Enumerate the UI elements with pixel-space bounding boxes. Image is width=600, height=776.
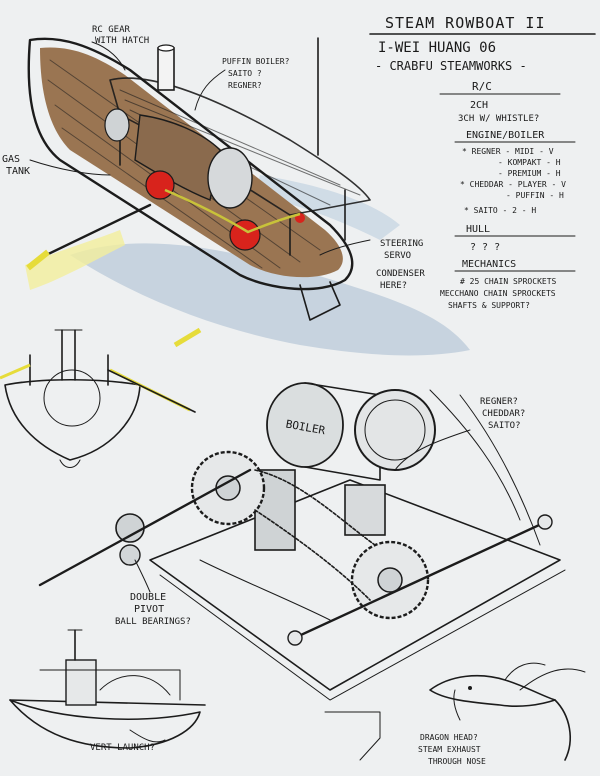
smokestack [157,47,175,91]
boiler-wood [134,114,221,201]
gas-tank-label: GAS [2,154,20,165]
pivot-label-3: BALL BEARINGS? [115,617,191,627]
dragon-label-2: STEAM EXHAUST [418,745,481,754]
pivot-label-2: PIVOT [134,604,164,615]
spec-notes: R/C 2CH 3CH W/ WHISTLE? ENGINE/BOILER * … [439,80,576,310]
engine-option-cheddar: CHEDDAR? [482,409,525,419]
front-view-sketch [0,327,202,468]
red-sprocket-icon [145,170,175,200]
engine-annotations: REGNER? CHEDDAR? SAITO? DOUBLE PIVOT BAL… [115,397,525,627]
pivot-bearing-icon [115,513,145,543]
boat-shadow [70,243,470,356]
engine-mechanism-sketch: BOILER [38,382,566,743]
oar [38,203,152,260]
studio-line: - CRABFU STEAMWORKS - [375,59,527,73]
rc-line-2: 3CH W/ WHISTLE? [458,114,539,124]
gas-tank-label-2: TANK [6,166,30,177]
engine-line-4: * CHEDDAR - PLAYER - V [460,180,566,189]
rc-line-1: 2CH [470,100,488,111]
mech-line-2: MECCHANO CHAIN SPROCKETS [440,289,556,298]
engine-line-2: - KOMPAKT - H [498,158,561,167]
sheet-title: STEAM ROWBOAT II [385,14,546,32]
boiler-option-regner: REGNER? [228,81,262,90]
engine-line-1: * REGNER - MIDI - V [462,147,554,156]
drive-chain [164,188,301,234]
author-line: I-WEI HUANG 06 [378,40,496,56]
engine-line-6: * SAITO - 2 - H [464,206,536,215]
flywheel [354,389,436,471]
red-sprocket-icon [229,219,261,251]
engine-line-5: - PUFFIN - H [506,191,564,200]
steering-label-2: SERVO [384,251,411,261]
hull-heading: HULL [466,224,490,235]
engine-option-saito: SAITO? [488,421,521,431]
condenser-label: CONDENSER [376,269,425,279]
hull-line: ? ? ? [470,242,500,253]
dragon-head-sketch: DRAGON HEAD? STEAM EXHAUST THROUGH NOSE [324,662,586,766]
boiler-drum [207,147,253,209]
engine-line-3: - PREMIUM - H [498,169,561,178]
rc-gear-label: RC GEAR [92,25,131,35]
steering-label: STEERING [380,239,423,249]
oar-glow [25,230,125,290]
rc-heading: R/C [472,80,492,93]
boat-annotations: RC GEAR WITH HATCH GAS TANK PUFFIN BOILE… [2,25,425,291]
dragon-label-1: DRAGON HEAD? [420,733,478,742]
mech-line-3: SHAFTS & SUPPORT? [448,301,530,310]
engine-heading: ENGINE/BOILER [466,130,545,141]
boat-hull [27,37,354,291]
dragon-label-3: THROUGH NOSE [428,757,486,766]
vert-launch-sketch: VERT LAUNCH? [9,629,206,753]
boiler-option-saito: SAITO ? [228,69,262,78]
mech-heading: MECHANICS [462,259,516,270]
vert-launch-label: VERT LAUNCH? [90,743,155,753]
mech-line-1: # 25 CHAIN SPROCKETS [460,277,557,286]
rc-gear-label-2: WITH HATCH [95,36,149,46]
drive-shaft [38,468,252,587]
steam-rowboat-illustration [25,37,470,356]
title-block: STEAM ROWBOAT II I-WEI HUANG 06 - CRABFU… [369,14,596,73]
engine-option-regner: REGNER? [480,397,518,407]
condenser-label-2: HERE? [380,281,407,291]
engine-chain [254,469,376,601]
boiler-option-puffin: PUFFIN BOILER? [222,57,290,66]
pivot-label-1: DOUBLE [130,592,166,603]
